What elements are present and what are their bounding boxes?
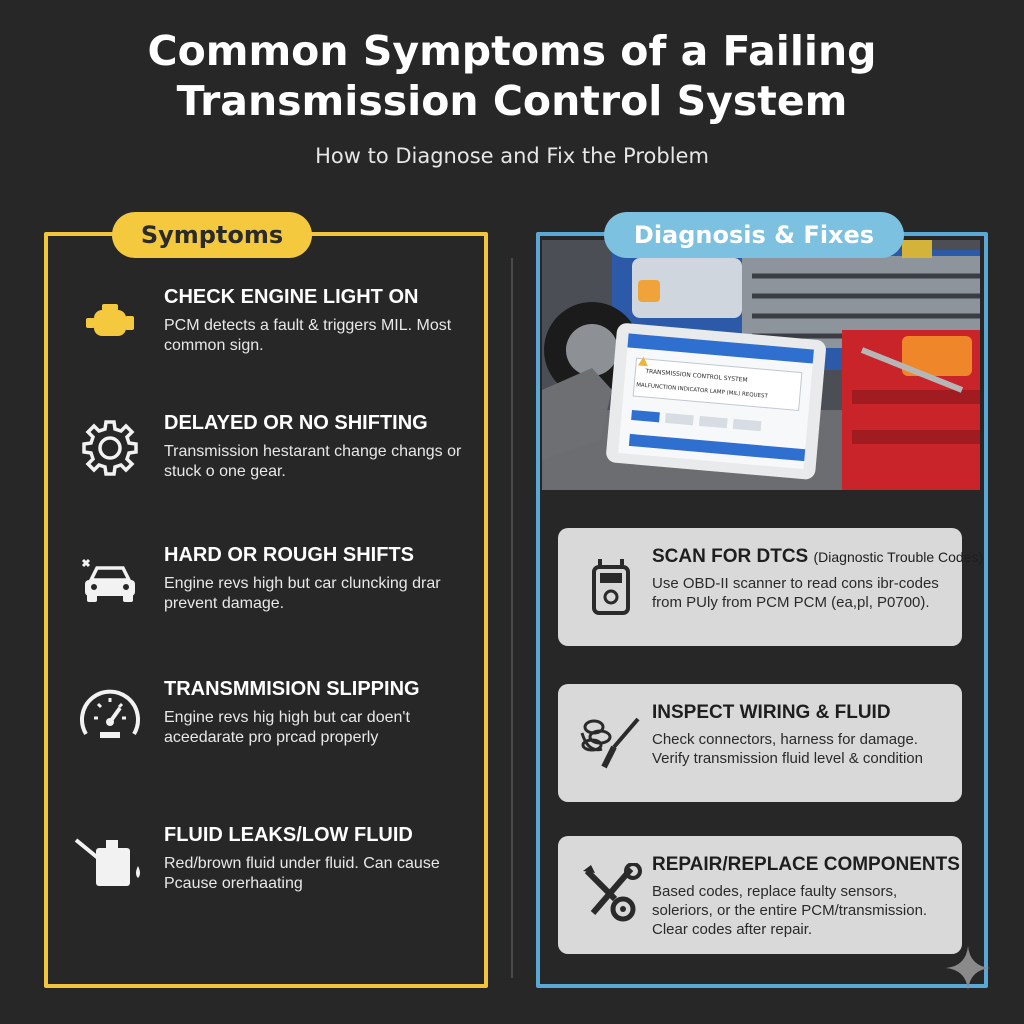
obd-scanner-icon <box>574 550 648 624</box>
fix-title: SCAN FOR DTCS (Diagnostic Trouble Codes) <box>652 546 983 568</box>
symptom-desc: Red/brown fluid under fluid. Can cause P… <box>164 855 440 892</box>
fix-card: SCAN FOR DTCS (Diagnostic Trouble Codes)… <box>558 528 983 646</box>
symptom-item: DELAYED OR NO SHIFTING Transmission hest… <box>74 412 474 522</box>
car-icon <box>74 544 146 616</box>
tools-icon <box>574 858 648 932</box>
symptoms-label: Symptoms <box>112 212 312 258</box>
symptom-desc: Engine revs high but car cluncking drar … <box>164 575 441 612</box>
fix-title-sub: (Diagnostic Trouble Codes) <box>813 549 984 565</box>
sparkle-icon <box>944 944 992 992</box>
symptom-item: FLUID LEAKS/LOW FLUID Red/brown fluid un… <box>74 824 474 934</box>
fix-desc: Check connectors, harness for damage. Ve… <box>652 731 923 767</box>
title-line-2: Transmission Control System <box>176 77 848 125</box>
mechanic-photo: TRANSMISSION CONTROL SYSTEM MALFUNCTION … <box>542 240 980 490</box>
title-line-1: Common Symptoms of a Failing <box>147 27 877 75</box>
center-divider <box>511 258 513 978</box>
fix-title-main: SCAN FOR DTCS <box>652 546 809 567</box>
page-title: Common Symptoms of a Failing Transmissio… <box>0 26 1024 126</box>
page-subtitle: How to Diagnose and Fix the Problem <box>315 144 709 168</box>
symptom-title: DELAYED OR NO SHIFTING <box>164 412 428 434</box>
symptom-item: TRANSMMISION SLIPPING Engine revs hig hi… <box>74 678 474 788</box>
symptom-title: CHECK ENGINE LIGHT ON <box>164 286 419 308</box>
symptom-item: HARD OR ROUGH SHIFTS Engine revs high bu… <box>74 544 474 654</box>
fix-desc: Based codes, replace faulty sensors, sol… <box>652 883 928 938</box>
gear-icon <box>74 412 146 484</box>
symptom-title: HARD OR ROUGH SHIFTS <box>164 544 414 566</box>
oil-can-icon <box>74 824 146 896</box>
check-engine-icon <box>74 286 146 358</box>
symptom-desc: Engine revs hig high but car doen't acee… <box>164 709 410 746</box>
wiring-screwdriver-icon <box>574 706 648 780</box>
fix-card: REPAIR/REPLACE COMPONENTS Based codes, r… <box>558 836 962 954</box>
gauge-icon <box>74 678 146 750</box>
fix-card: INSPECT WIRING & FLUID Check connectors,… <box>558 684 962 802</box>
symptom-title: FLUID LEAKS/LOW FLUID <box>164 824 413 846</box>
symptom-desc: Transmission hestarant change changs or … <box>164 443 462 480</box>
fix-title: REPAIR/REPLACE COMPONENTS <box>652 854 960 875</box>
fix-title: INSPECT WIRING & FLUID <box>652 702 891 723</box>
symptom-desc: PCM detects a fault & triggers MIL. Most… <box>164 317 452 354</box>
symptom-item: CHECK ENGINE LIGHT ON PCM detects a faul… <box>74 286 474 396</box>
diagnosis-label: Diagnosis & Fixes <box>604 212 904 258</box>
fix-desc: Use OBD-II scanner to read cons ibr-code… <box>652 575 939 611</box>
symptom-title: TRANSMMISION SLIPPING <box>164 678 420 700</box>
